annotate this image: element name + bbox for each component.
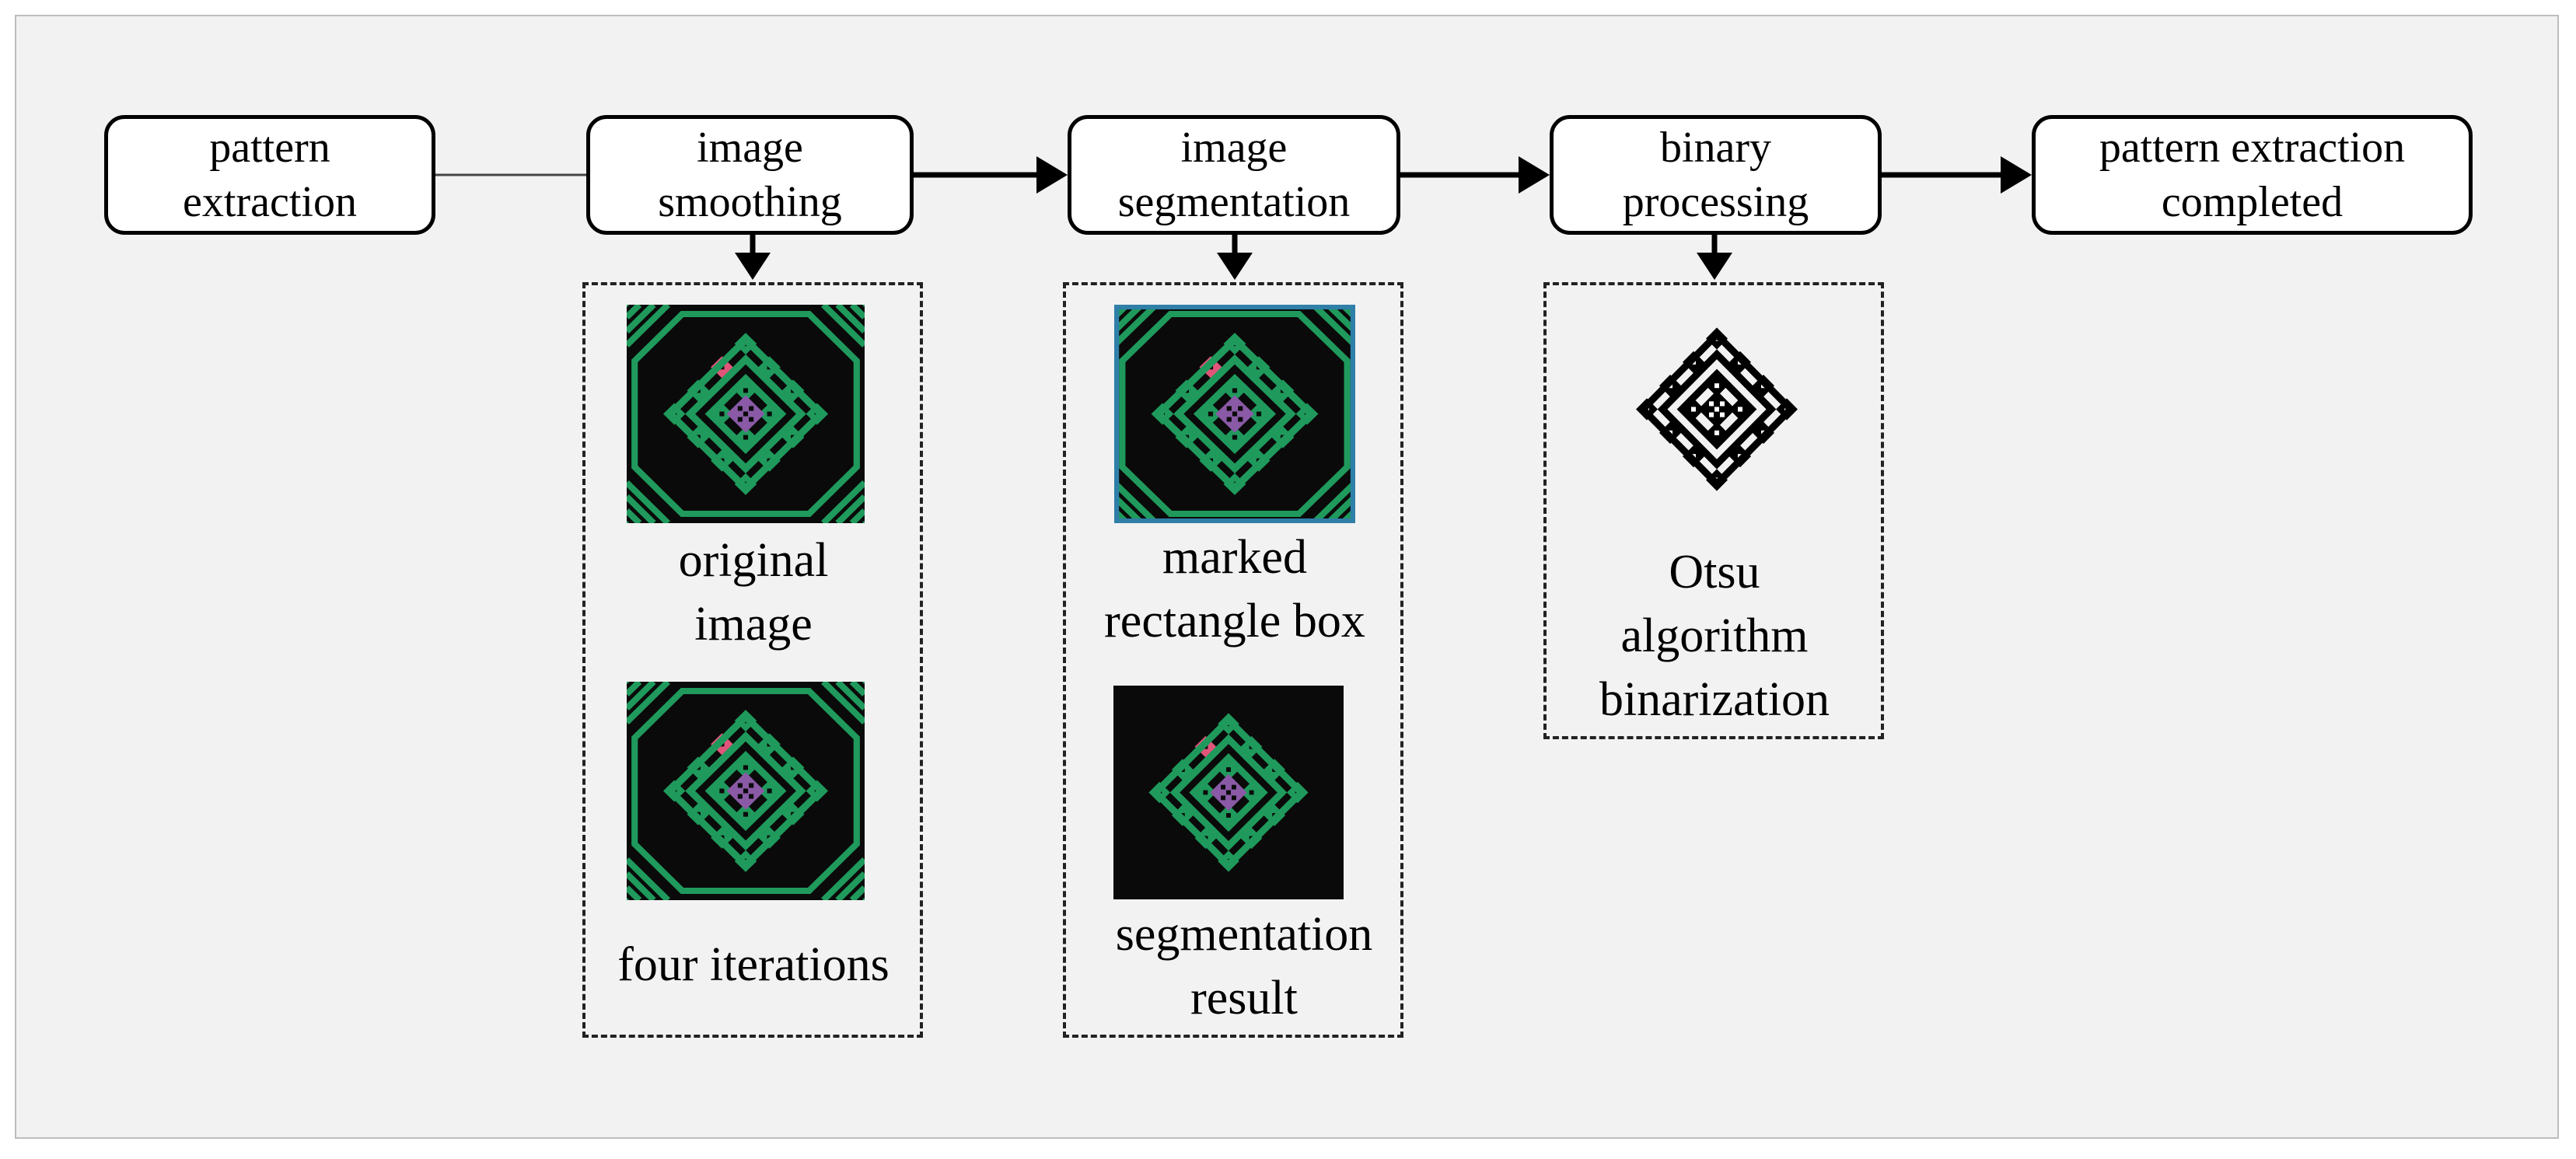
marked-rectangle-box-thumbnail [1114,305,1355,523]
arrowhead-binary-down [1697,253,1732,280]
arrowhead-completed [2001,156,2032,194]
node-image-segmentation: image segmentation [1068,115,1400,235]
group-binary-processing [1543,282,1884,739]
group-image-smoothing [582,282,923,1038]
caption-four-iterations: four iterations [617,938,890,991]
arrowhead-smoothing-down [735,253,771,280]
node-image-segmentation-label: image segmentation [1117,124,1351,226]
segmentation-result-thumbnail [1113,686,1344,899]
arrowhead-segmentation-down [1217,253,1253,280]
node-pattern-extraction-label: pattern extraction [183,124,357,226]
node-binary-processing-label: binary processing [1622,124,1809,226]
node-pattern-extraction-completed: pattern extraction completed [2032,115,2473,235]
node-image-smoothing: image smoothing [586,115,914,235]
caption-marked-rectangle-box: marked rectangle box [1104,531,1365,648]
caption-original-image: original image [678,534,829,651]
node-binary-processing: binary processing [1550,115,1882,235]
four-iterations-thumbnail [627,682,865,900]
group-image-segmentation [1063,282,1403,1038]
caption-otsu-binarization: Otsu algorithm binarization [1599,546,1830,726]
arrowhead-binary [1519,156,1550,194]
otsu-binarization-thumbnail [1636,327,1798,491]
caption-segmentation-result: segmentation result [1115,908,1373,1025]
node-pattern-extraction-completed-label: pattern extraction completed [2099,124,2406,226]
node-image-smoothing-label: image smoothing [658,124,842,226]
arrowhead-segmentation [1036,156,1068,194]
node-pattern-extraction: pattern extraction [104,115,435,235]
original-image-thumbnail [627,305,865,523]
